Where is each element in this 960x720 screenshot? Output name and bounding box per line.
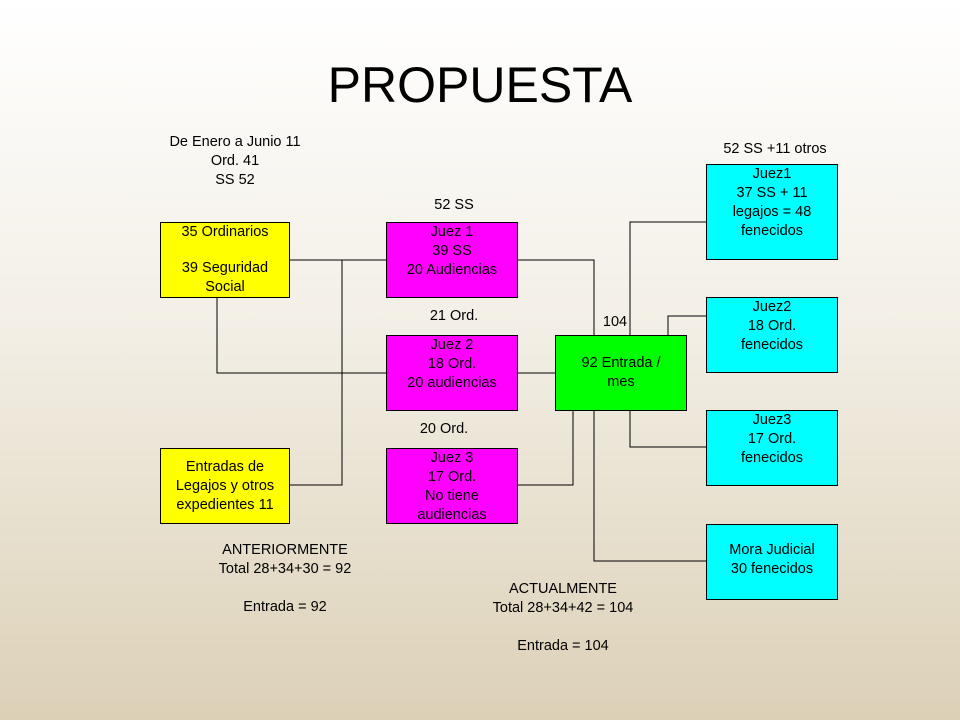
box-text: fenecidos — [740, 450, 804, 466]
box-juez2-left: Juez 2 18 Ord. 20 audiencias — [386, 335, 518, 411]
box-text: expedientes 11 — [176, 496, 274, 513]
period-note-line: SS 52 — [215, 172, 255, 188]
box-text: audiencias — [417, 507, 487, 523]
line-entrada-mora — [593, 410, 706, 562]
box-juez2-right: Juez2 18 Ord. fenecidos — [706, 297, 838, 373]
note-spacer — [190, 579, 380, 598]
box-text: Juez3 — [752, 412, 792, 428]
period-note: De Enero a Junio 11 Ord. 41 SS 52 — [150, 133, 320, 190]
box-text: fenecidos — [740, 337, 804, 353]
line-legajos-juez1 — [289, 260, 343, 486]
line-juez1-entrada — [517, 259, 595, 335]
box-text: legajos = 48 — [732, 204, 812, 220]
box-text: mes — [607, 374, 635, 390]
note-line: Entrada = 104 — [517, 638, 609, 654]
box-juez3-left: Juez 3 17 Ord. No tiene audiencias — [386, 448, 518, 524]
note-line: Entrada = 92 — [243, 599, 327, 615]
box-text: Juez1 — [752, 166, 792, 182]
box-entrada-mes: 92 Entrada / mes — [555, 335, 687, 411]
box-text: Social — [205, 279, 245, 295]
label-52ss-otros: 52 SS +11 otros — [723, 141, 827, 157]
line-ordinarios-juez2 — [216, 298, 386, 374]
box-text: 20 Audiencias — [406, 262, 498, 278]
note-spacer — [468, 618, 658, 637]
note-line: ANTERIORMENTE — [222, 542, 348, 558]
box-text: Juez2 — [752, 299, 792, 315]
box-text: 39 Seguridad — [181, 260, 269, 276]
note-line: Total 28+34+42 = 104 — [492, 600, 634, 616]
box-text: 39 SS — [432, 243, 472, 259]
note-actualmente: ACTUALMENTE Total 28+34+42 = 104 Entrada… — [468, 580, 658, 656]
box-text: Juez 2 — [430, 337, 474, 353]
line-entrada-juez1r — [629, 221, 706, 335]
box-text: 30 fenecidos — [730, 561, 814, 577]
box-mora-judicial: Mora Judicial 30 fenecidos — [706, 524, 838, 600]
box-text: 17 Ord. — [427, 469, 477, 485]
line-entrada-juez2r — [667, 315, 706, 335]
box-juez1-left: Juez 1 39 SS 20 Audiencias — [386, 222, 518, 298]
box-text: Juez 1 — [430, 224, 474, 240]
box-text: 17 Ord. — [747, 431, 797, 447]
box-entradas-legajos: Entradas de Legajos y otros expedientes … — [160, 448, 290, 524]
label-20ord: 20 Ord. — [419, 421, 469, 437]
box-text: Legajos y otros — [175, 477, 275, 494]
box-text: 35 Ordinarios — [181, 224, 269, 240]
line-juez3-entrada — [517, 410, 574, 486]
box-text: 92 Entrada / — [581, 355, 661, 371]
period-note-line: De Enero a Junio 11 — [169, 134, 301, 150]
label-104: 104 — [602, 314, 628, 330]
label-52ss: 52 SS — [434, 197, 474, 213]
period-note-line: Ord. 41 — [210, 153, 260, 169]
note-line: Total 28+34+30 = 92 — [218, 561, 352, 577]
box-text: Mora Judicial — [729, 542, 815, 558]
line-entrada-juez3r — [629, 410, 706, 448]
note-anteriormente: ANTERIORMENTE Total 28+34+30 = 92 Entrad… — [190, 541, 380, 617]
note-line: ACTUALMENTE — [509, 581, 617, 597]
box-ordinarios: 35 Ordinarios 39 Seguridad Social — [160, 222, 290, 298]
box-text: 18 Ord. — [427, 356, 477, 372]
box-text: Entradas de — [185, 458, 265, 475]
box-text: 20 audiencias — [407, 375, 497, 391]
box-text: 37 SS + 11 — [736, 185, 808, 201]
box-text: No tiene — [424, 488, 479, 504]
box-text: Juez 3 — [430, 450, 474, 466]
box-juez1-right: Juez1 37 SS + 11 legajos = 48 fenecidos — [706, 164, 838, 260]
box-text: 18 Ord. — [747, 318, 797, 334]
box-juez3-right: Juez3 17 Ord. fenecidos — [706, 410, 838, 486]
box-text: fenecidos — [740, 223, 804, 239]
label-21ord: 21 Ord. — [429, 308, 479, 324]
slide-title: PROPUESTA — [327, 57, 633, 113]
